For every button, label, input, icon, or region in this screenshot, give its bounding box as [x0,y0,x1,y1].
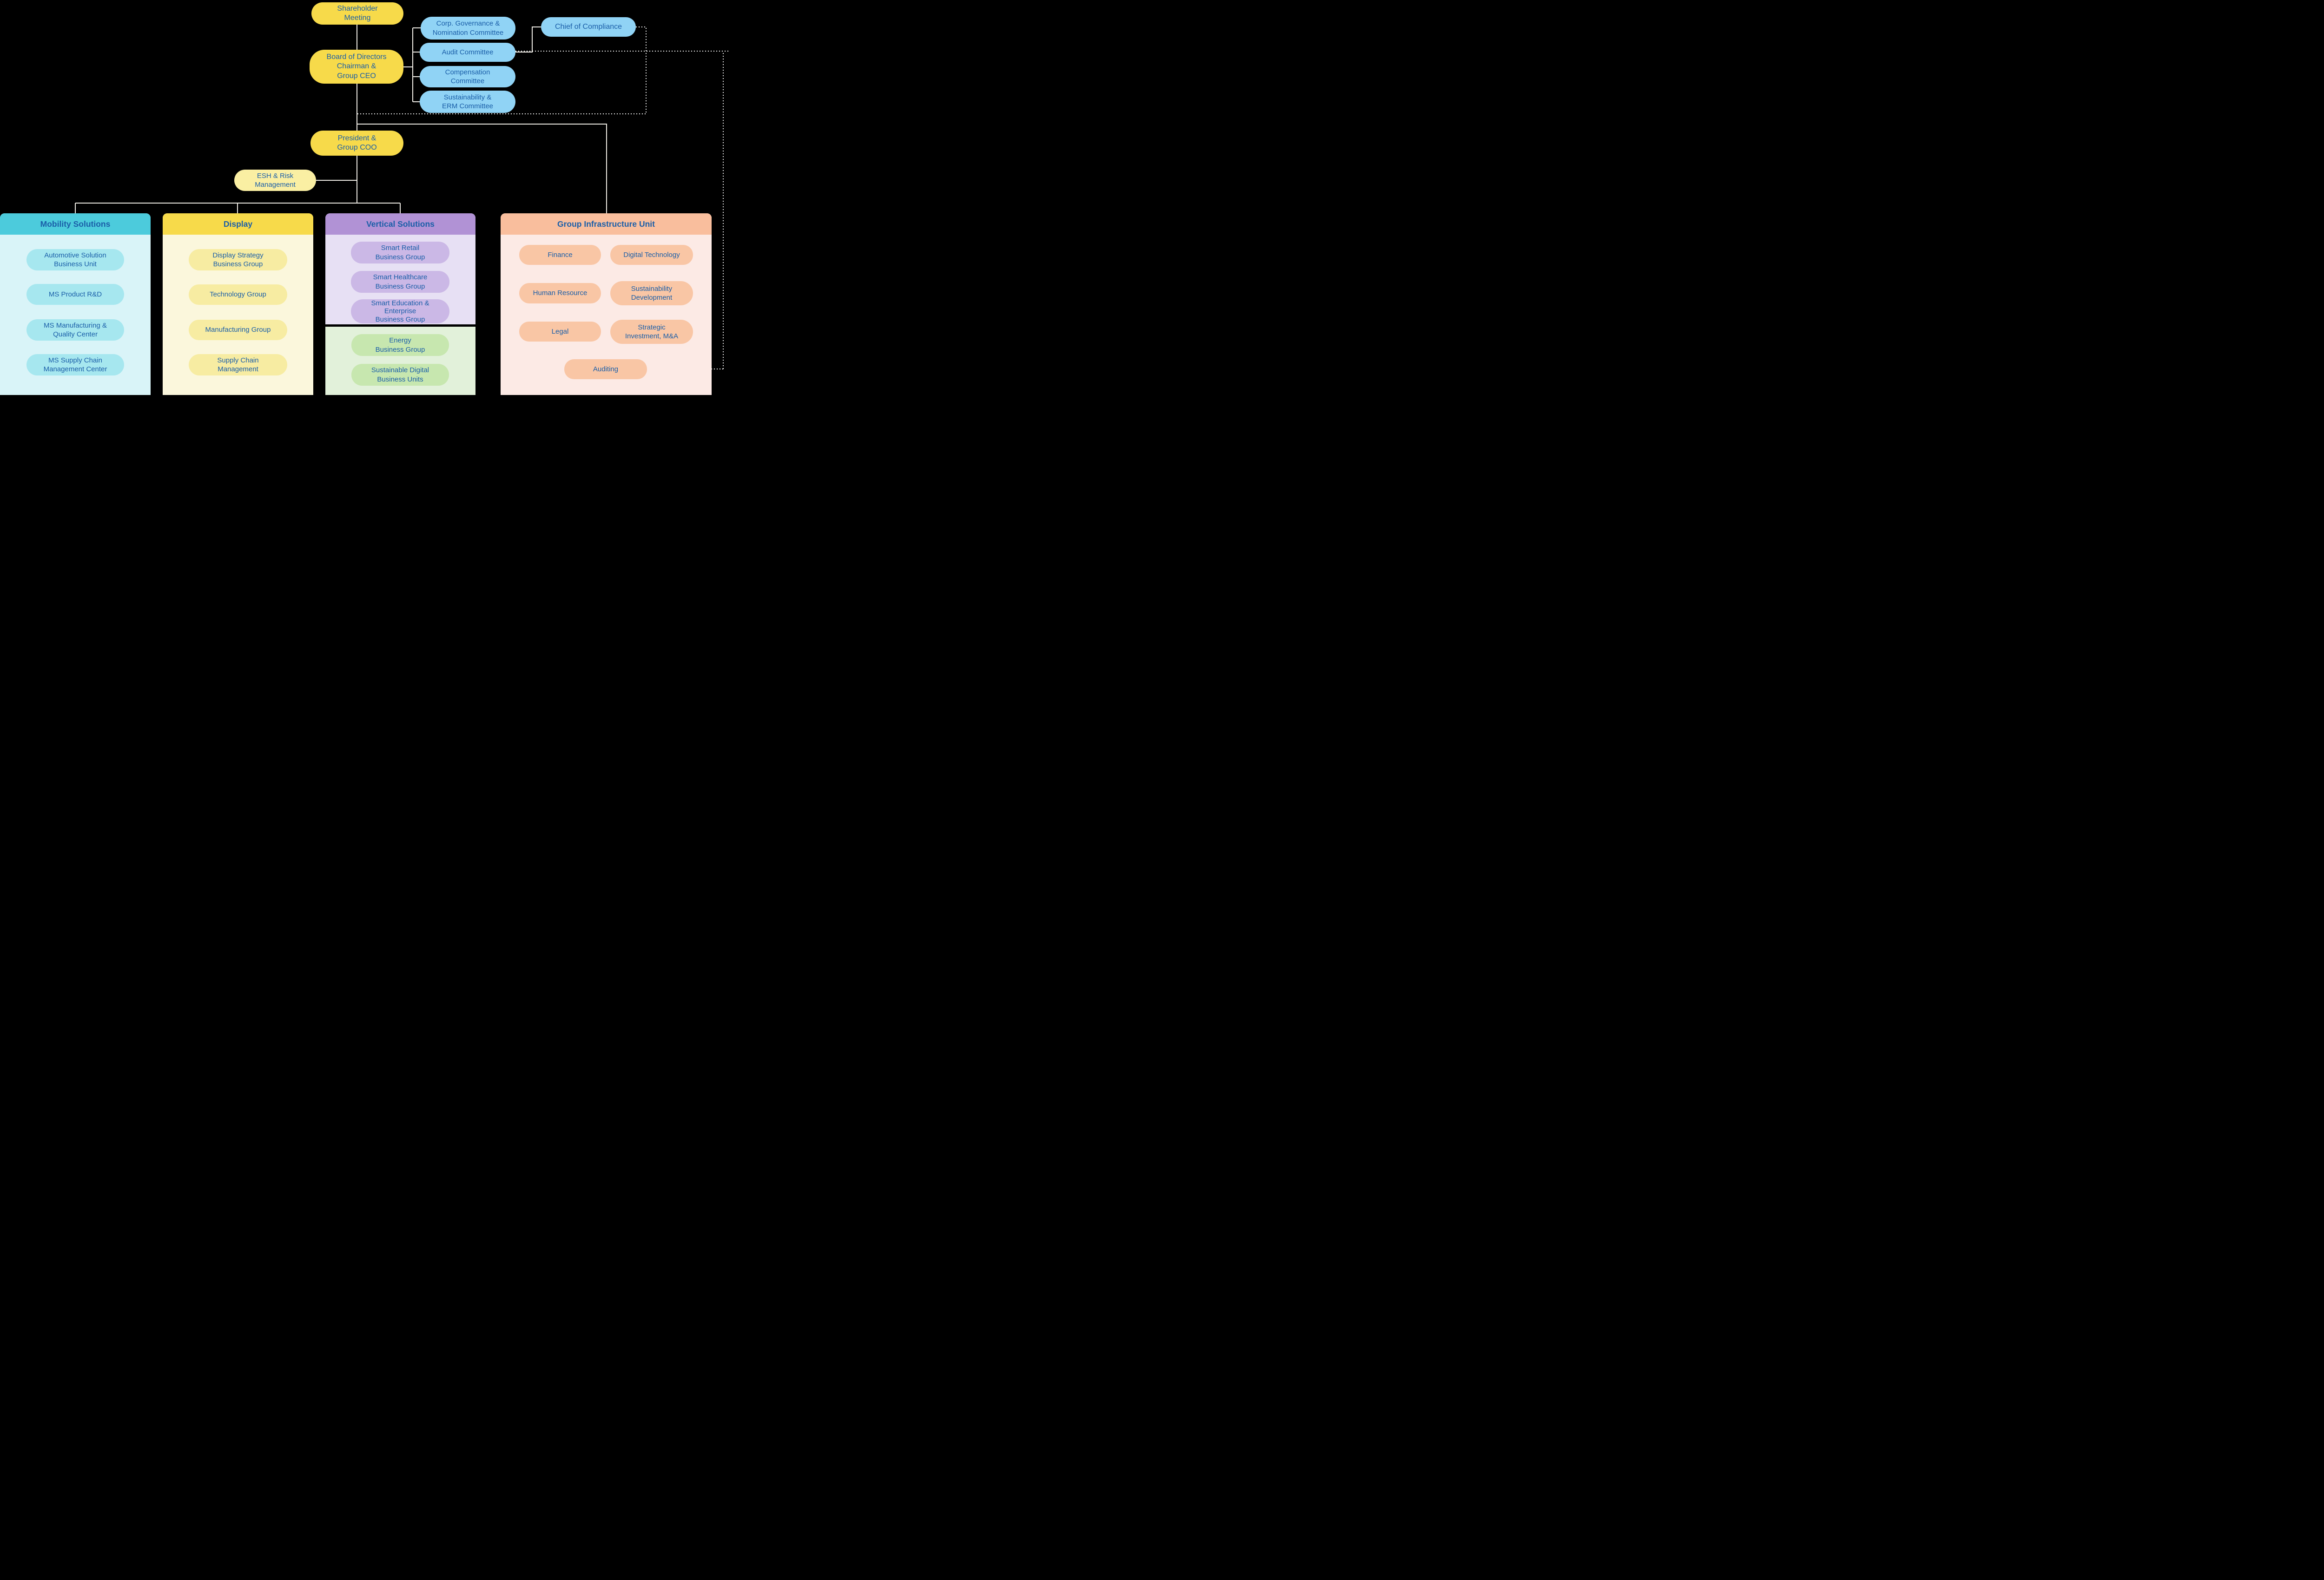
group-item: Manufacturing Group [189,320,287,340]
node-shareholder-meeting: Shareholder Meeting [311,2,403,25]
group-item: Legal [519,322,601,342]
node-committee-governance: Corp. Governance & Nomination Committee [421,17,515,40]
group-title-infrastructure-unit: Group Infrastructure Unit [501,213,712,235]
group-item: Smart Education & Enterprise Business Gr… [351,299,449,323]
group-item: Smart Retail Business Group [351,242,449,263]
group-item: Supply Chain Management [189,354,287,375]
group-title-mobility-solutions: Mobility Solutions [0,213,151,235]
group-item: Finance [519,245,601,265]
group-title-display: Display [163,213,313,235]
node-chief-of-compliance: Chief of Compliance [541,17,636,37]
group-item: Auditing [564,359,647,379]
connector-lines [75,25,729,369]
group-title-vertical-solutions: Vertical Solutions [325,213,475,235]
group-item: Automotive Solution Business Unit [26,249,124,270]
group-item: MS Supply Chain Management Center [26,354,124,375]
node-committee-compensation: Compensation Committee [420,66,515,87]
group-item: Strategic Investment, M&A [610,320,693,344]
group-item: Sustainable Digital Business Units [351,364,449,386]
group-item: Digital Technology [610,245,693,265]
group-item: MS Manufacturing & Quality Center [26,319,124,341]
group-item: Human Resource [519,283,601,303]
group-item: Sustainability Development [610,281,693,305]
node-president-group-coo: President & Group COO [310,131,403,156]
group-item: Technology Group [189,284,287,305]
group-item: Energy Business Group [351,334,449,356]
node-esh-risk-management: ESH & Risk Management [234,170,316,191]
node-committee-audit: Audit Committee [420,43,515,62]
group-item: Display Strategy Business Group [189,249,287,270]
group-item: Smart Healthcare Business Group [351,271,449,293]
node-board-of-directors: Board of Directors Chairman & Group CEO [310,50,403,84]
group-item: MS Product R&D [26,284,124,305]
org-chart: Shareholder Meeting Board of Directors C… [0,0,732,395]
node-committee-sustainability-erm: Sustainability & ERM Committee [420,91,515,113]
